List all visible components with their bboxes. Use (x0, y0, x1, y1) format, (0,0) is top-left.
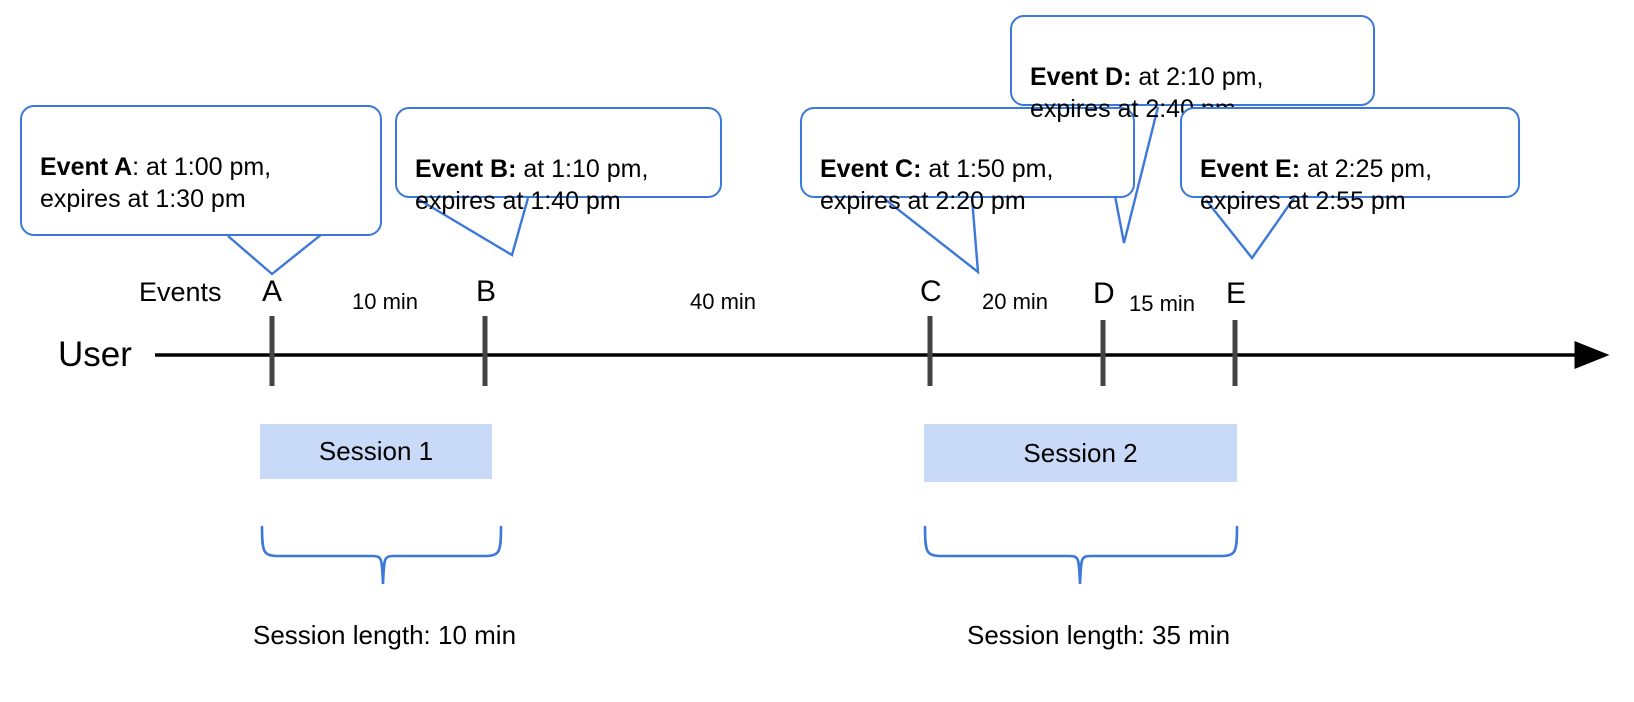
event-marker-label-b: B (476, 275, 497, 308)
callout-event-d[interactable]: Event D: at 2:10 pm, expires at 2:40 pm (1010, 15, 1375, 123)
callout-event-e-title: Event E: (1200, 154, 1301, 183)
gap-label-b-c: 40 min (690, 289, 757, 314)
callout-event-b-title: Event B: (415, 154, 517, 183)
callout-event-c-title: Event C: (820, 154, 922, 183)
callout-tail-e (1205, 197, 1295, 261)
gap-label-c-d: 20 min (982, 289, 1049, 314)
session-2-brace (923, 525, 1239, 585)
callout-event-e-body: at 2:25 pm, expires at 2:55 pm (1200, 154, 1433, 216)
event-marker-label-d: D (1093, 277, 1115, 310)
callout-event-b-body: at 1:10 pm, expires at 1:40 pm (415, 154, 649, 216)
gap-label-a-b: 10 min (352, 289, 419, 314)
session-box-1-label: Session 1 (318, 436, 434, 466)
axis-label-user: User (58, 335, 132, 374)
event-marker-label-a: A (262, 275, 283, 308)
callout-event-c[interactable]: Event C: at 1:50 pm, expires at 2:20 pm (800, 107, 1135, 215)
session-box-2-label: Session 2 (1023, 437, 1138, 468)
event-marker-label-c: C (920, 275, 942, 308)
session-box-1[interactable]: Session 1 (260, 424, 492, 479)
callout-event-b[interactable]: Event B: at 1:10 pm, expires at 1:40 pm (395, 107, 722, 215)
callout-event-a[interactable]: Event A: at 1:00 pm, expires at 1:30 pm (20, 105, 382, 236)
event-marker-label-e: E (1226, 277, 1247, 310)
callout-event-c-body: at 1:50 pm, expires at 2:20 pm (820, 154, 1054, 216)
callout-tail-c (885, 197, 980, 275)
gap-label-d-e: 15 min (1129, 291, 1196, 316)
callout-event-a-title: Event A (40, 152, 133, 181)
axis-label-events: Events (139, 277, 222, 307)
callout-event-e[interactable]: Event E: at 2:25 pm, expires at 2:55 pm (1180, 107, 1520, 215)
session-1-length-label: Session length: 10 min (253, 620, 517, 650)
session-2-length-label: Session length: 35 min (967, 620, 1231, 650)
session-box-2[interactable]: Session 2 (924, 424, 1237, 482)
callout-tail-b (417, 197, 530, 257)
callout-event-d-title: Event D: (1030, 62, 1132, 91)
session-1-brace (260, 525, 503, 585)
callout-tail-a (227, 233, 323, 276)
callout-event-a-body: : at 1:00 pm, expires at 1:30 pm (40, 152, 272, 214)
